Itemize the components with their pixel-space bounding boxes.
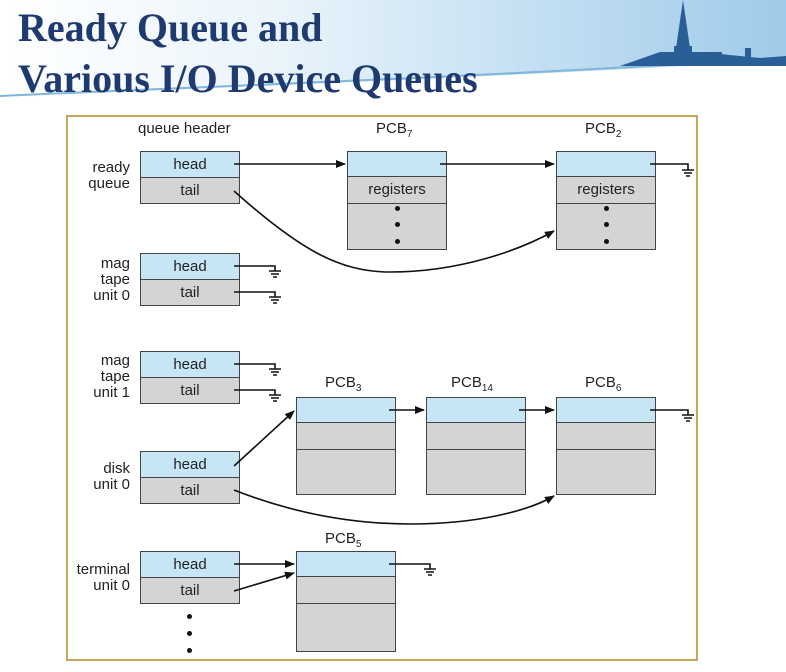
slide-title-line2: Various I/O Device Queues [18,56,478,101]
church-skyline-icon [620,0,786,66]
ready-queue-head: head [140,151,240,178]
pcb6-null-ground [650,409,694,422]
pcb5-title: PCB5 [325,530,362,550]
pcb2-registers: registers [556,176,656,204]
pcb6-registers [556,422,656,450]
pcb14-link-cell [426,397,526,423]
tape1-head-null [234,363,281,376]
slide-title-line1: Ready Queue and [18,5,323,50]
pcb2-ellipsis-dot [604,206,609,211]
more-queues-ellipsis-dot [187,614,192,619]
terminal0-head: head [140,551,240,578]
ready-queue-tail: tail [140,177,240,204]
pcb6-title: PCB6 [585,374,622,394]
more-queues-ellipsis-dot [187,631,192,636]
terminal-tail-arrow [233,571,295,592]
pcb2-title: PCB2 [585,120,622,140]
pcb7-ellipsis-dot [395,206,400,211]
pcb2-null-ground [650,163,694,177]
pcb5-body [296,603,396,652]
disk-tail-arrow [233,489,555,525]
mag-tape1-head: head [140,351,240,378]
pcb6-body [556,449,656,495]
mag-tape1-tail: tail [140,377,240,404]
pcb7-title: PCB7 [376,120,413,140]
pcb3-body [296,449,396,495]
ready-tail-arrow [233,190,555,273]
slide-banner [0,0,786,100]
pcb3-title: PCB3 [325,374,362,394]
disk0-head: head [140,451,240,478]
mag-tape0-tail: tail [140,279,240,306]
pcb2-ellipsis-dot [604,239,609,244]
pcb14-registers [426,422,526,450]
disk0-tail: tail [140,477,240,504]
disk-head-arrow [233,410,295,467]
tape1-tail-null [234,389,281,402]
pcb7-registers: registers [347,176,447,204]
terminal0-tail: tail [140,577,240,604]
pcb2-ellipsis-dot [604,222,609,227]
pcb7-ellipsis-dot [395,239,400,244]
pcb14-title: PCB14 [451,374,493,394]
queue-header-label: queue header [138,120,231,137]
pcb5-null-ground [389,563,436,576]
pcb6-link-cell [556,397,656,423]
pcb14-body [426,449,526,495]
tape0-tail-null [234,291,281,304]
more-queues-ellipsis-dot [187,648,192,653]
tape0-head-null [234,265,281,278]
pcb3-link-cell [296,397,396,423]
pcb7-ellipsis-dot [395,222,400,227]
